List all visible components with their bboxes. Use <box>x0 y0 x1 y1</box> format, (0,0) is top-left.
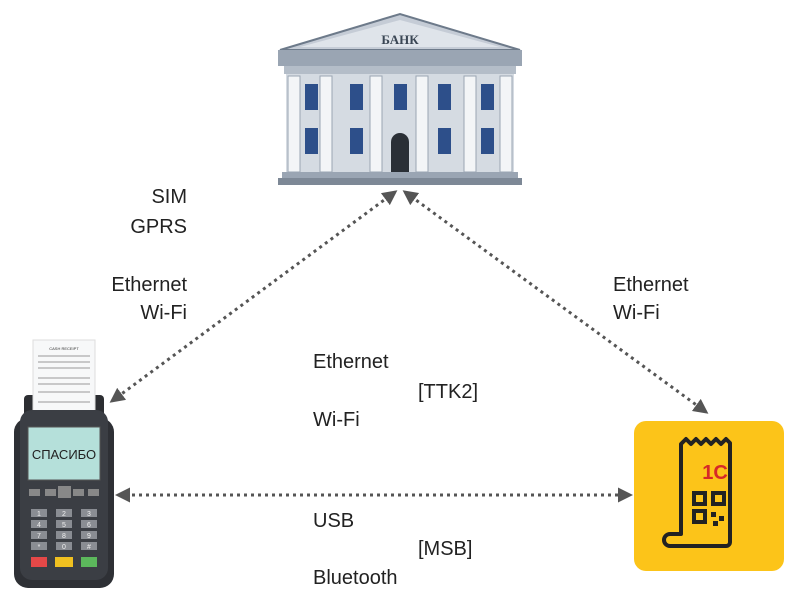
keypad-key-label: 1 <box>37 511 41 518</box>
keypad-key-label: 4 <box>37 522 41 529</box>
keypad-key-label: # <box>87 544 91 551</box>
label-ttk2: [TTK2] <box>418 381 479 403</box>
keypad-key-label: 2 <box>62 511 66 518</box>
terminal-screen-text: СПАСИБО <box>32 447 96 462</box>
label-bluetooth: Bluetooth <box>313 567 398 589</box>
label-msb: [MSB] <box>418 538 473 560</box>
label-sim: SIM <box>151 186 187 208</box>
label-usb: USB <box>313 510 355 532</box>
payment-terminal-icon: 1 2 3 4 5 6 7 8 9 * 0 # <box>14 339 114 588</box>
keypad-key <box>31 531 47 539</box>
onec-logo: 1С <box>702 462 728 484</box>
keypad-key <box>81 520 97 528</box>
keypad-key <box>56 531 72 539</box>
keypad-key <box>56 542 72 550</box>
keypad-key <box>31 520 47 528</box>
receipt-title: CASH RECEIPT <box>49 346 79 351</box>
keypad-key <box>31 542 47 550</box>
keypad-key-label: 9 <box>87 533 91 540</box>
bank-building-icon <box>278 12 522 185</box>
label-wifi-right: Wi-Fi <box>613 302 660 324</box>
label-wifi-left: Wi-Fi <box>140 302 187 324</box>
label-wifi-center: Wi-Fi <box>313 409 360 431</box>
onec-receipt-icon <box>634 421 784 571</box>
label-ethernet-right: Ethernet <box>613 274 689 296</box>
keypad-key-label: 8 <box>62 533 66 540</box>
bank-label: БАНК <box>381 32 419 47</box>
label-gprs: GPRS <box>130 216 187 238</box>
keypad-key <box>56 509 72 517</box>
keypad-key <box>56 520 72 528</box>
keypad-key-label: 5 <box>62 522 66 529</box>
keypad-key <box>81 531 97 539</box>
keypad-key-label: 3 <box>87 511 91 518</box>
keypad-key <box>81 542 97 550</box>
keypad-key-label: 7 <box>37 533 41 540</box>
keypad-key-label: 0 <box>62 544 66 551</box>
arrow-bank-1c <box>402 190 709 414</box>
keypad-key <box>81 509 97 517</box>
keypad-key-label: 6 <box>87 522 91 529</box>
keypad-key-label: * <box>38 544 41 551</box>
label-ethernet-center: Ethernet <box>313 351 389 373</box>
keypad-key <box>31 509 47 517</box>
arrow-bank-terminal <box>109 190 398 403</box>
label-ethernet-left: Ethernet <box>111 274 187 296</box>
